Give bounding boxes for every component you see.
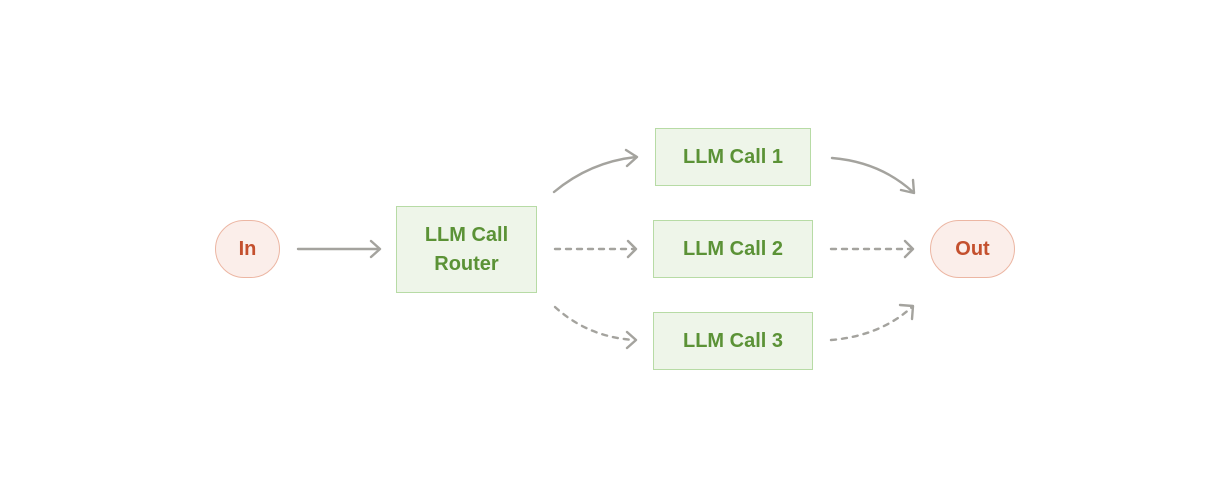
- llm-call-3-label: LLM Call 3: [682, 329, 783, 352]
- input-node-label: In: [238, 237, 257, 260]
- edge-router-call3: [553, 305, 636, 342]
- router-node-label-line2: Router: [434, 252, 499, 275]
- edge-call2-output-arrowhead: [903, 239, 915, 259]
- edge-call1-output: [830, 156, 915, 194]
- edge-call3-output-arrowhead: [898, 303, 915, 321]
- edge-router-call3-arrowhead: [625, 330, 638, 350]
- edge-router-call1: [552, 155, 638, 194]
- llm-call-1-node: LLM Call 1: [655, 128, 811, 186]
- llm-call-3-node: LLM Call 3: [653, 312, 813, 370]
- llm-call-2-label: LLM Call 2: [682, 237, 783, 260]
- edge-call1-output-arrowhead: [899, 178, 916, 195]
- llm-call-2-node: LLM Call 2: [653, 220, 813, 278]
- edge-router-call2-arrowhead: [626, 239, 638, 259]
- edge-call3-output: [829, 305, 914, 342]
- edge-router-call1-arrowhead: [624, 148, 639, 168]
- edge-input-router-arrowhead: [369, 239, 382, 259]
- output-node-label: Out: [955, 237, 990, 260]
- router-node-label-line1: LLM Call: [424, 223, 509, 246]
- llm-call-1-label: LLM Call 1: [682, 145, 783, 168]
- input-node: In: [215, 220, 280, 278]
- output-node: Out: [930, 220, 1015, 278]
- router-node: LLM Call Router: [396, 206, 537, 293]
